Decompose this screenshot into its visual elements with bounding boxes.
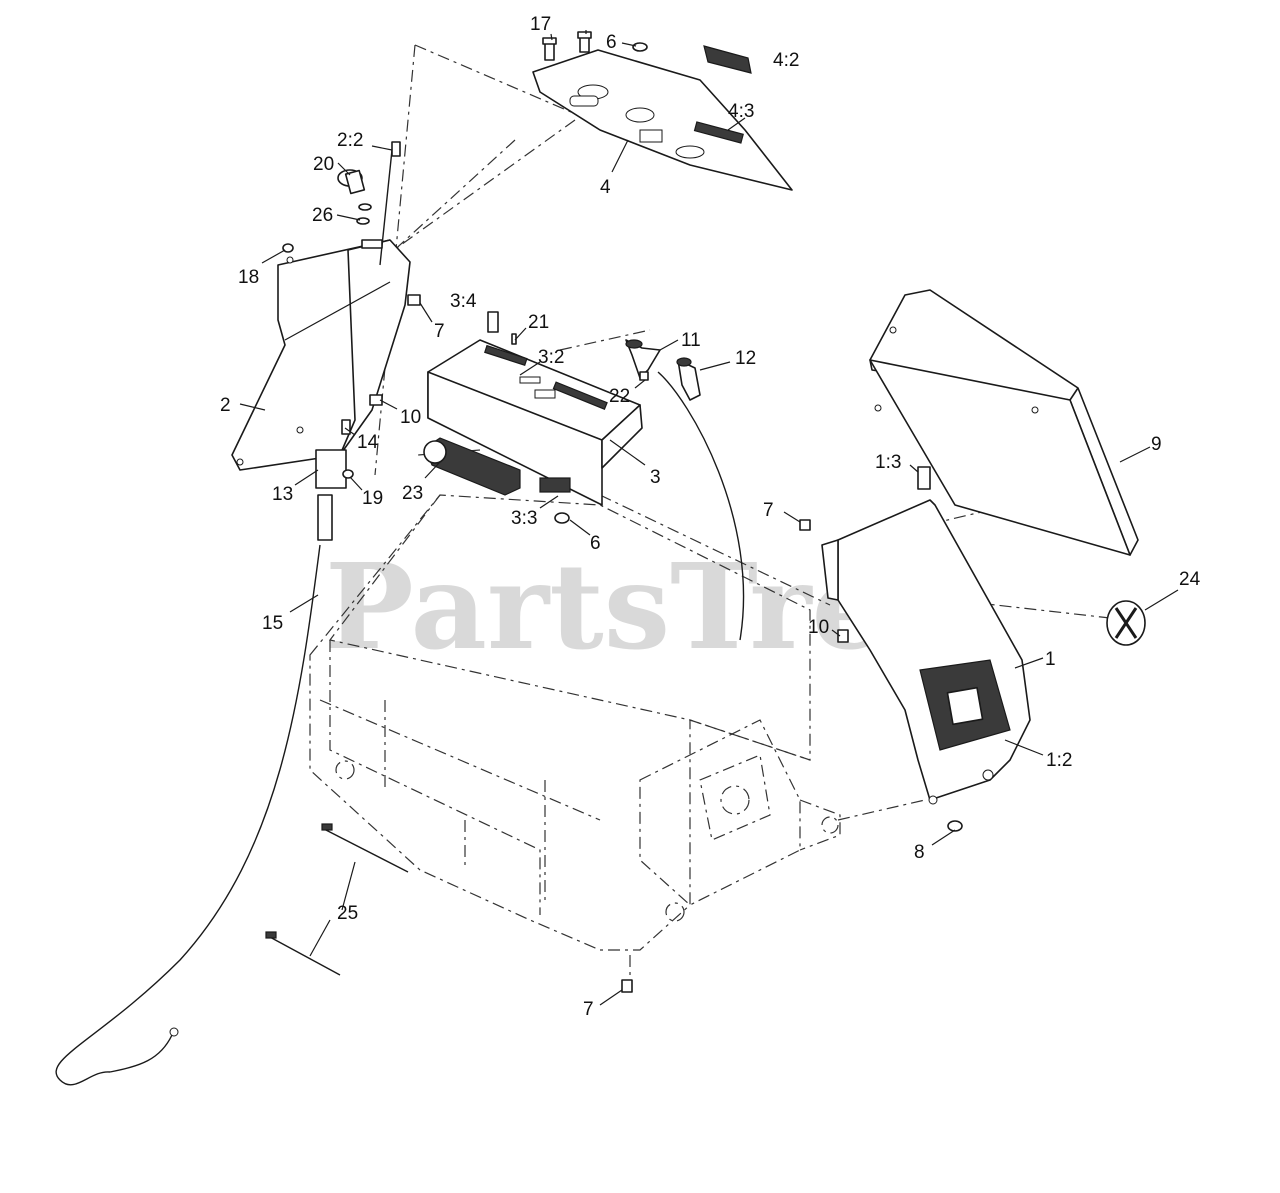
part-23-logo-decal xyxy=(423,437,521,496)
part-2-side-panel xyxy=(231,239,411,489)
part-24-emblem xyxy=(1106,600,1146,646)
callout-4: 4 xyxy=(600,177,611,198)
callout-12: 12 xyxy=(735,348,756,369)
callout-7-c: 7 xyxy=(583,999,594,1020)
callout-23: 23 xyxy=(402,483,423,504)
levers-11-12 xyxy=(625,339,745,641)
frame-body xyxy=(309,494,841,951)
callout-4-2: 4:2 xyxy=(773,50,799,71)
part-4-2-decal xyxy=(703,45,752,74)
callout-7-b: 7 xyxy=(763,500,774,521)
callout-13: 13 xyxy=(272,484,293,505)
callout-7-a: 7 xyxy=(434,321,445,342)
callout-22: 22 xyxy=(609,386,630,407)
rod-assembly xyxy=(337,141,401,266)
callout-3: 3 xyxy=(650,467,661,488)
leader-lines xyxy=(239,30,1179,1006)
callout-3-4: 3:4 xyxy=(450,291,477,312)
callout-18: 18 xyxy=(238,267,259,288)
callout-6-b: 6 xyxy=(590,533,601,554)
part-4-top-plate xyxy=(532,49,793,191)
callout-10-a: 10 xyxy=(400,407,421,428)
fasteners-top xyxy=(542,31,648,61)
callout-4-3: 4:3 xyxy=(728,101,754,122)
callout-3-2: 3:2 xyxy=(538,347,564,368)
part-3-control-box xyxy=(427,339,643,506)
callout-14: 14 xyxy=(357,432,379,453)
callout-20: 20 xyxy=(313,154,334,175)
callout-1-3: 1:3 xyxy=(875,452,901,473)
callout-24: 24 xyxy=(1179,569,1201,590)
part-1-side-panel xyxy=(821,499,1031,805)
callout-11: 11 xyxy=(681,330,701,351)
callout-1-2: 1:2 xyxy=(1046,750,1072,771)
callout-2: 2 xyxy=(220,395,231,416)
callout-labels: 17 6 4:2 4:3 4 2:2 20 26 18 7 3:4 21 11 … xyxy=(220,14,1201,1020)
part-15-cable xyxy=(55,494,333,1086)
callout-10-b: 10 xyxy=(808,617,829,638)
callout-19: 19 xyxy=(362,488,383,509)
callout-25: 25 xyxy=(337,903,358,924)
callout-15: 15 xyxy=(262,613,283,634)
callout-21: 21 xyxy=(528,312,549,333)
callout-26: 26 xyxy=(312,205,333,226)
callout-3-3: 3:3 xyxy=(511,508,537,529)
callout-1: 1 xyxy=(1045,649,1056,670)
callout-17: 17 xyxy=(530,14,551,35)
callout-2-2: 2:2 xyxy=(337,130,363,151)
callout-8: 8 xyxy=(914,842,925,863)
part-9-cushion xyxy=(869,289,1139,556)
fasteners-misc xyxy=(282,243,963,993)
callout-9: 9 xyxy=(1151,434,1162,455)
part-25-cable-ties xyxy=(265,823,409,976)
callout-6: 6 xyxy=(606,32,617,53)
